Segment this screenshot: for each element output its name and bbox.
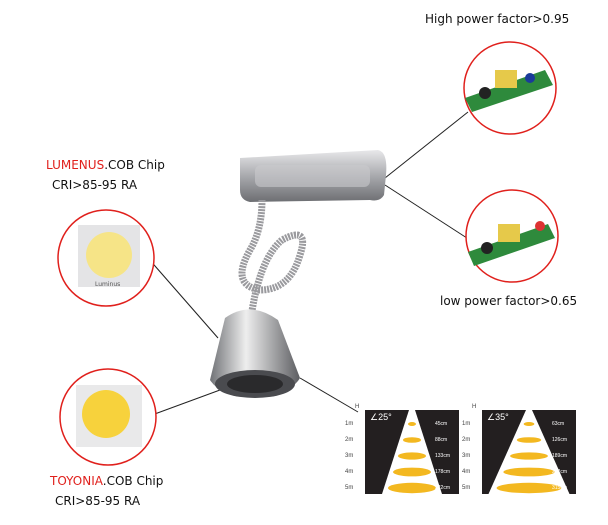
beam-diameter: 222cm — [435, 485, 451, 491]
chip2-type: .COB Chip — [102, 474, 164, 488]
axis-label: H — [355, 404, 360, 410]
beam-spot — [393, 467, 431, 477]
beam-diameter: 315cm — [552, 485, 568, 491]
height-tick: 2m — [345, 437, 354, 443]
connector-line — [151, 389, 221, 416]
height-tick: 5m — [462, 485, 471, 491]
beam-spot — [398, 452, 426, 460]
beam-spot — [403, 437, 421, 443]
beam-diameter: 88cm — [435, 437, 448, 443]
connector-line — [147, 257, 219, 339]
beam-angle: ∠35° — [487, 412, 509, 422]
beam-diameter: 133cm — [435, 453, 451, 459]
chip2-cri: CRI>85-95 RA — [55, 494, 141, 508]
beam-angle: ∠25° — [370, 412, 392, 422]
beam-diagram: ∠25° 45cm 88cm 133cm 178cm 222cm — [365, 410, 459, 494]
gooseneck — [238, 199, 307, 326]
beam-spot — [516, 437, 542, 443]
beam-diameter: 178cm — [435, 469, 451, 475]
beam-diameter: 252cm — [552, 469, 568, 475]
beam-chart-35: H ∠35° 63cm 126cm 189cm 252cm 315cm 1m 2m 3m 4m 5m — [462, 404, 587, 496]
chip2-title: TOYONIA.COB Chip — [50, 474, 163, 488]
high-power-factor-label: High power factor>0.95 — [425, 12, 570, 26]
chip1-cri: CRI>85-95 RA — [52, 178, 138, 192]
beam-chart-25: H ∠25° 45cm 88cm 133cm 178cm 222cm 1m 2m 3m 4m 5m — [345, 404, 470, 496]
beam-spot — [503, 467, 555, 477]
height-tick: 3m — [345, 453, 354, 459]
height-tick: 2m — [462, 437, 471, 443]
beam-spot — [496, 482, 562, 494]
height-tick: 5m — [345, 485, 354, 491]
beam-spot — [408, 422, 416, 426]
beam-diameter: 189cm — [552, 453, 568, 459]
beam-spot — [510, 452, 548, 460]
height-tick: 1m — [462, 421, 471, 427]
axis-label: H — [472, 404, 477, 410]
connector-line — [384, 184, 471, 241]
height-tick: 4m — [462, 469, 471, 475]
height-tick: 1m — [345, 421, 354, 427]
chip1-marking: Luminus — [95, 281, 121, 288]
height-tick: 3m — [462, 453, 471, 459]
low-power-factor-label: low power factor>0.65 — [440, 294, 578, 308]
beam-spot — [523, 422, 535, 426]
chip1-brand: LUMENUS — [46, 158, 105, 172]
chip1-type: .COB Chip — [104, 158, 165, 172]
height-tick: 4m — [345, 469, 354, 475]
beam-spot — [388, 482, 436, 494]
connector-line — [384, 111, 469, 179]
beam-diameter: 126cm — [552, 437, 568, 443]
chip2-brand: TOYONIA — [50, 474, 103, 488]
connector-line — [299, 377, 359, 413]
chip1-title: LUMENUS.COB Chip — [46, 158, 165, 172]
beam-diameter: 63cm — [552, 421, 565, 427]
beam-diameter: 45cm — [435, 421, 448, 427]
beam-diagram: ∠35° 63cm 126cm 189cm 252cm 315cm — [482, 410, 576, 494]
